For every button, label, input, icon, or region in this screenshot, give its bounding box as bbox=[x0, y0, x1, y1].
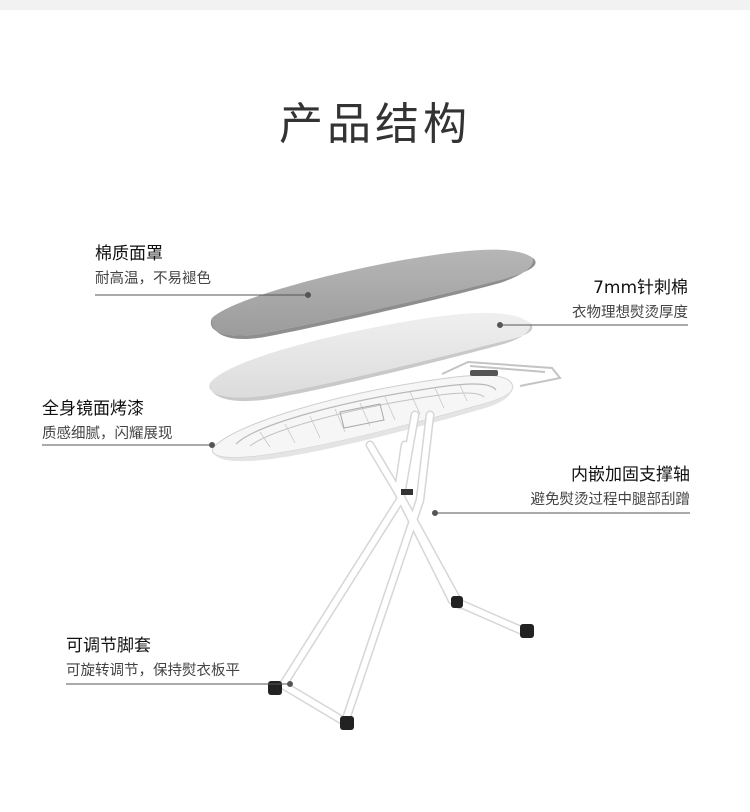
board-frame bbox=[212, 374, 514, 462]
callout-needle-cotton: 7mm针刺棉 衣物理想熨烫厚度 bbox=[572, 276, 688, 324]
callout-title: 7mm针刺棉 bbox=[593, 278, 688, 298]
callout-support-axle: 内嵌加固支撑轴 避免熨烫过程中腿部刮蹭 bbox=[531, 463, 691, 511]
callout-description: 衣物理想熨烫厚度 bbox=[572, 305, 688, 321]
support-axle bbox=[401, 489, 413, 495]
leader-lines bbox=[42, 292, 690, 687]
callout-mirror-paint: 全身镜面烤漆 质感细腻，闪耀展现 bbox=[42, 397, 173, 445]
callout-title: 棉质面罩 bbox=[95, 244, 163, 264]
callout-description: 避免熨烫过程中腿部刮蹭 bbox=[530, 492, 691, 508]
callout-title: 内嵌加固支撑轴 bbox=[571, 465, 690, 485]
cotton-cover-layer bbox=[210, 249, 536, 339]
callout-title: 可调节脚套 bbox=[66, 636, 151, 656]
callout-cotton-cover: 棉质面罩 耐高温，不易褪色 bbox=[95, 242, 211, 290]
iron-rest-clip bbox=[470, 370, 498, 376]
callout-description: 可旋转调节，保持熨衣板平 bbox=[66, 663, 240, 679]
callout-description: 质感细腻，闪耀展现 bbox=[42, 426, 173, 442]
callout-foot-caps: 可调节脚套 可旋转调节，保持熨衣板平 bbox=[66, 634, 240, 682]
needle-cotton-layer bbox=[209, 312, 533, 402]
callout-description: 耐高温，不易褪色 bbox=[95, 271, 211, 287]
top-strip bbox=[0, 0, 750, 10]
page-title: 产品结构 bbox=[279, 99, 471, 150]
iron-rest bbox=[441, 360, 562, 387]
callout-title: 全身镜面烤漆 bbox=[42, 399, 144, 419]
board-legs bbox=[278, 410, 530, 727]
foot-caps bbox=[268, 596, 534, 730]
